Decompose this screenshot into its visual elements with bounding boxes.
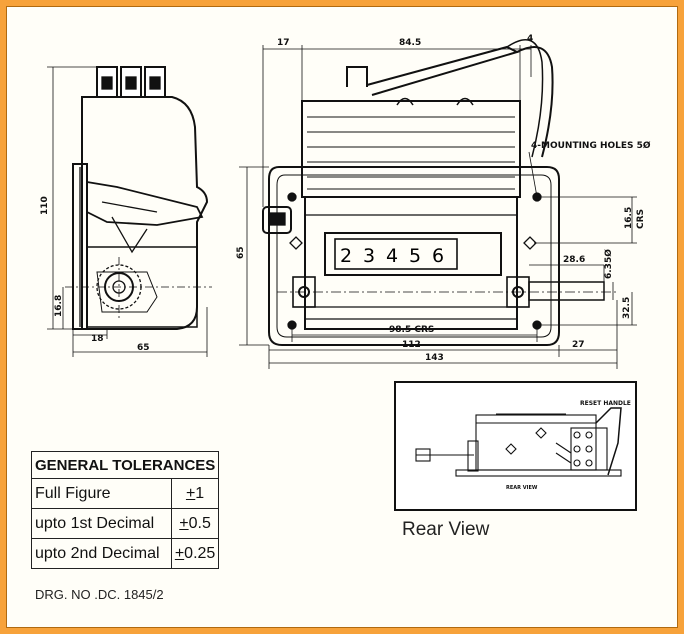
general-tolerances-table: GENERAL TOLERANCES Full Figure +1 upto 1…: [30, 451, 220, 569]
tolerance-value: +0.5: [170, 508, 220, 539]
dim-98-5-crs: 98.5 CRS: [389, 325, 434, 335]
dim-27: 27: [572, 340, 585, 350]
table-row: Full Figure +1: [31, 478, 220, 509]
tolerance-label: upto 2nd Decimal: [31, 538, 172, 569]
tolerance-value: +0.25: [170, 538, 220, 569]
tolerance-value: +1: [170, 478, 220, 509]
tolerance-number: 0.5: [188, 514, 211, 532]
dim-4: 4: [527, 34, 533, 44]
drawing-frame: 2 3 4 5 6 17 84.5 4 110 16.8 18 65 65 98…: [6, 6, 678, 628]
counter-digit: 6: [432, 245, 444, 267]
mounting-holes-note: 4-MOUNTING HOLES 5Ø: [531, 140, 651, 151]
tolerance-number: 1: [195, 484, 205, 502]
dim-143: 143: [425, 353, 444, 363]
side-view: [47, 66, 212, 357]
dimension-labels: 17 84.5 4 110 16.8 18 65 65 98.5 CRS 112…: [40, 34, 651, 363]
technical-drawing: 2 3 4 5 6 17 84.5 4 110 16.8 18 65 65 98…: [40, 34, 651, 369]
counter-digit: 3: [363, 245, 375, 267]
dim-65-height: 65: [236, 246, 246, 259]
tolerance-label: Full Figure: [31, 478, 172, 509]
rear-view-drawing: RESET HANDLE REAR VIEW: [415, 400, 631, 491]
counter-digit: 4: [386, 245, 398, 267]
plus-minus-symbol: +: [179, 514, 189, 532]
dim-32-5: 32.5: [622, 297, 632, 319]
rear-view-panel: RESET HANDLE REAR VIEW: [394, 381, 637, 511]
dim-16-8: 16.8: [54, 295, 64, 317]
front-view: [239, 38, 637, 369]
table-header-row: GENERAL TOLERANCES: [30, 451, 220, 479]
dim-16-5: 16.5: [624, 207, 634, 229]
dim-18: 18: [91, 334, 104, 344]
dim-crs: CRS: [636, 209, 646, 229]
dim-28-6: 28.6: [563, 255, 585, 265]
tolerance-label: upto 1st Decimal: [31, 508, 172, 539]
counter-digit: 5: [409, 245, 421, 267]
counter-digit: 2: [340, 245, 352, 267]
dim-112: 112: [402, 340, 421, 350]
dim-65-width: 65: [137, 343, 150, 353]
reset-handle-label: RESET HANDLE: [580, 400, 631, 407]
dim-110: 110: [40, 196, 50, 215]
counter-display: 2 3 4 5 6: [340, 245, 444, 267]
dim-6-35-dia: 6.35Ø: [603, 249, 614, 279]
table-title: GENERAL TOLERANCES: [30, 451, 220, 479]
tolerance-number: 0.25: [184, 544, 216, 562]
plus-minus-symbol: +: [185, 484, 196, 502]
dim-17: 17: [277, 38, 290, 48]
drawing-number: DRG. NO .DC. 1845/2: [35, 587, 164, 602]
rear-view-caption: Rear View: [402, 519, 490, 540]
dim-84-5: 84.5: [399, 38, 421, 48]
table-row: upto 2nd Decimal +0.25: [31, 538, 220, 569]
plus-minus-symbol: +: [174, 544, 185, 562]
table-row: upto 1st Decimal +0.5: [31, 508, 220, 539]
rear-view-inner-label: REAR VIEW: [506, 485, 538, 491]
